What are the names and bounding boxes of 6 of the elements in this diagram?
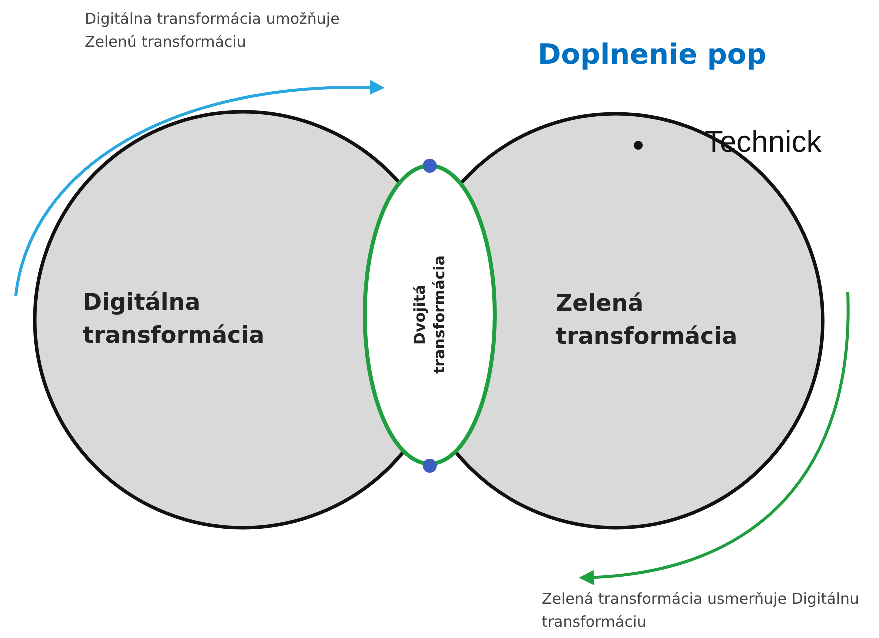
title: Doplnenie pop (538, 38, 767, 71)
caption-text: Digitálna transformácia umožňuje Zelenú transformáciu (85, 9, 341, 52)
node-label: Zelená transformácia (556, 290, 739, 352)
node-label: Digitálna transformácia (83, 288, 266, 351)
caption-text: Zelená transformácia usmerňuje Digitálnu transformáciu (542, 589, 860, 632)
node-label: Dvojitá transformácia (410, 254, 449, 376)
